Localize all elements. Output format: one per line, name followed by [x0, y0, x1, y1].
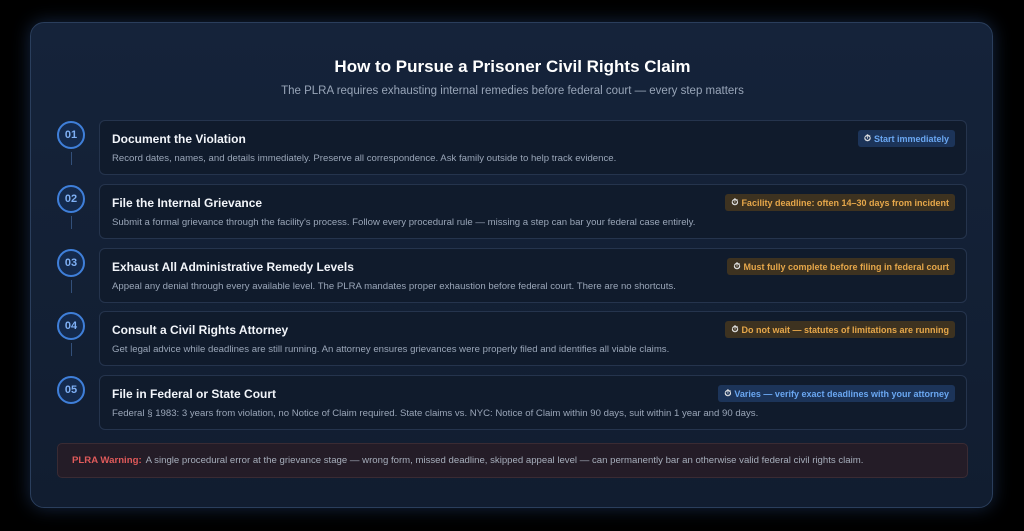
- step-title: Exhaust All Administrative Remedy Levels: [112, 260, 354, 274]
- step-3: 03 Exhaust All Administrative Remedy Lev…: [31, 248, 994, 306]
- deadline-badge-label: Facility deadline: often 14–30 days from…: [741, 197, 949, 208]
- step-number-badge: 01: [57, 121, 85, 149]
- step-number-badge: 02: [57, 185, 85, 213]
- stopwatch-icon: ⏱: [863, 133, 871, 143]
- stopwatch-icon: ⏱: [731, 197, 739, 207]
- stopwatch-icon: ⏱: [733, 261, 741, 271]
- deadline-badge: ⏱ Do not wait — statutes of limitations …: [725, 321, 955, 338]
- step-number-badge: 03: [57, 249, 85, 277]
- step-number-badge: 05: [57, 376, 85, 404]
- step-card: Exhaust All Administrative Remedy Levels…: [99, 248, 967, 303]
- deadline-badge-label: Must fully complete before filing in fed…: [743, 261, 949, 272]
- step-title: Consult a Civil Rights Attorney: [112, 323, 289, 337]
- step-number-badge: 04: [57, 312, 85, 340]
- step-title: File the Internal Grievance: [112, 196, 263, 210]
- stopwatch-icon: ⏱: [731, 324, 739, 334]
- stopwatch-icon: ⏱: [724, 388, 732, 398]
- step-card: Consult a Civil Rights Attorney Get lega…: [99, 311, 967, 366]
- page-subtitle: The PLRA requires exhausting internal re…: [281, 85, 744, 97]
- step-5: 05 File in Federal or State Court Federa…: [31, 375, 994, 433]
- claim-steps-card: How to Pursue a Prisoner Civil Rights Cl…: [30, 22, 993, 508]
- step-connector: [71, 152, 72, 165]
- step-connector: [71, 216, 72, 229]
- deadline-badge-label: Do not wait — statutes of limitations ar…: [741, 324, 949, 335]
- deadline-badge-label: Varies — verify exact deadlines with you…: [734, 388, 949, 399]
- step-1: 01 Document the Violation Record dates, …: [31, 120, 994, 178]
- page-title: How to Pursue a Prisoner Civil Rights Cl…: [334, 57, 691, 76]
- deadline-badge-label: Start immediately: [873, 133, 949, 144]
- step-description: Appeal any denial through every availabl…: [112, 281, 676, 292]
- warning-text: A single procedural error at the grievan…: [145, 455, 864, 466]
- deadline-badge: ⏱ Varies — verify exact deadlines with y…: [718, 385, 955, 402]
- step-card: File in Federal or State Court Federal §…: [99, 375, 967, 430]
- step-description: Federal § 1983: 3 years from violation, …: [112, 408, 759, 419]
- step-title: Document the Violation: [112, 132, 246, 146]
- deadline-badge: ⏱ Start immediately: [857, 130, 955, 147]
- step-title: File in Federal or State Court: [112, 387, 277, 401]
- warning-label: PLRA Warning:: [72, 455, 142, 466]
- deadline-badge: ⏱ Must fully complete before filing in f…: [727, 258, 955, 275]
- step-description: Submit a formal grievance through the fa…: [112, 217, 696, 228]
- step-description: Get legal advice while deadlines are sti…: [112, 344, 670, 355]
- deadline-badge: ⏱ Facility deadline: often 14–30 days fr…: [725, 194, 955, 211]
- plra-warning-banner: PLRA Warning: A single procedural error …: [57, 443, 968, 478]
- step-2: 02 File the Internal Grievance Submit a …: [31, 184, 994, 242]
- step-connector: [71, 280, 72, 293]
- step-4: 04 Consult a Civil Rights Attorney Get l…: [31, 311, 994, 369]
- step-description: Record dates, names, and details immedia…: [112, 153, 617, 164]
- step-connector: [71, 343, 72, 356]
- step-card: Document the Violation Record dates, nam…: [99, 120, 967, 175]
- step-card: File the Internal Grievance Submit a for…: [99, 184, 967, 239]
